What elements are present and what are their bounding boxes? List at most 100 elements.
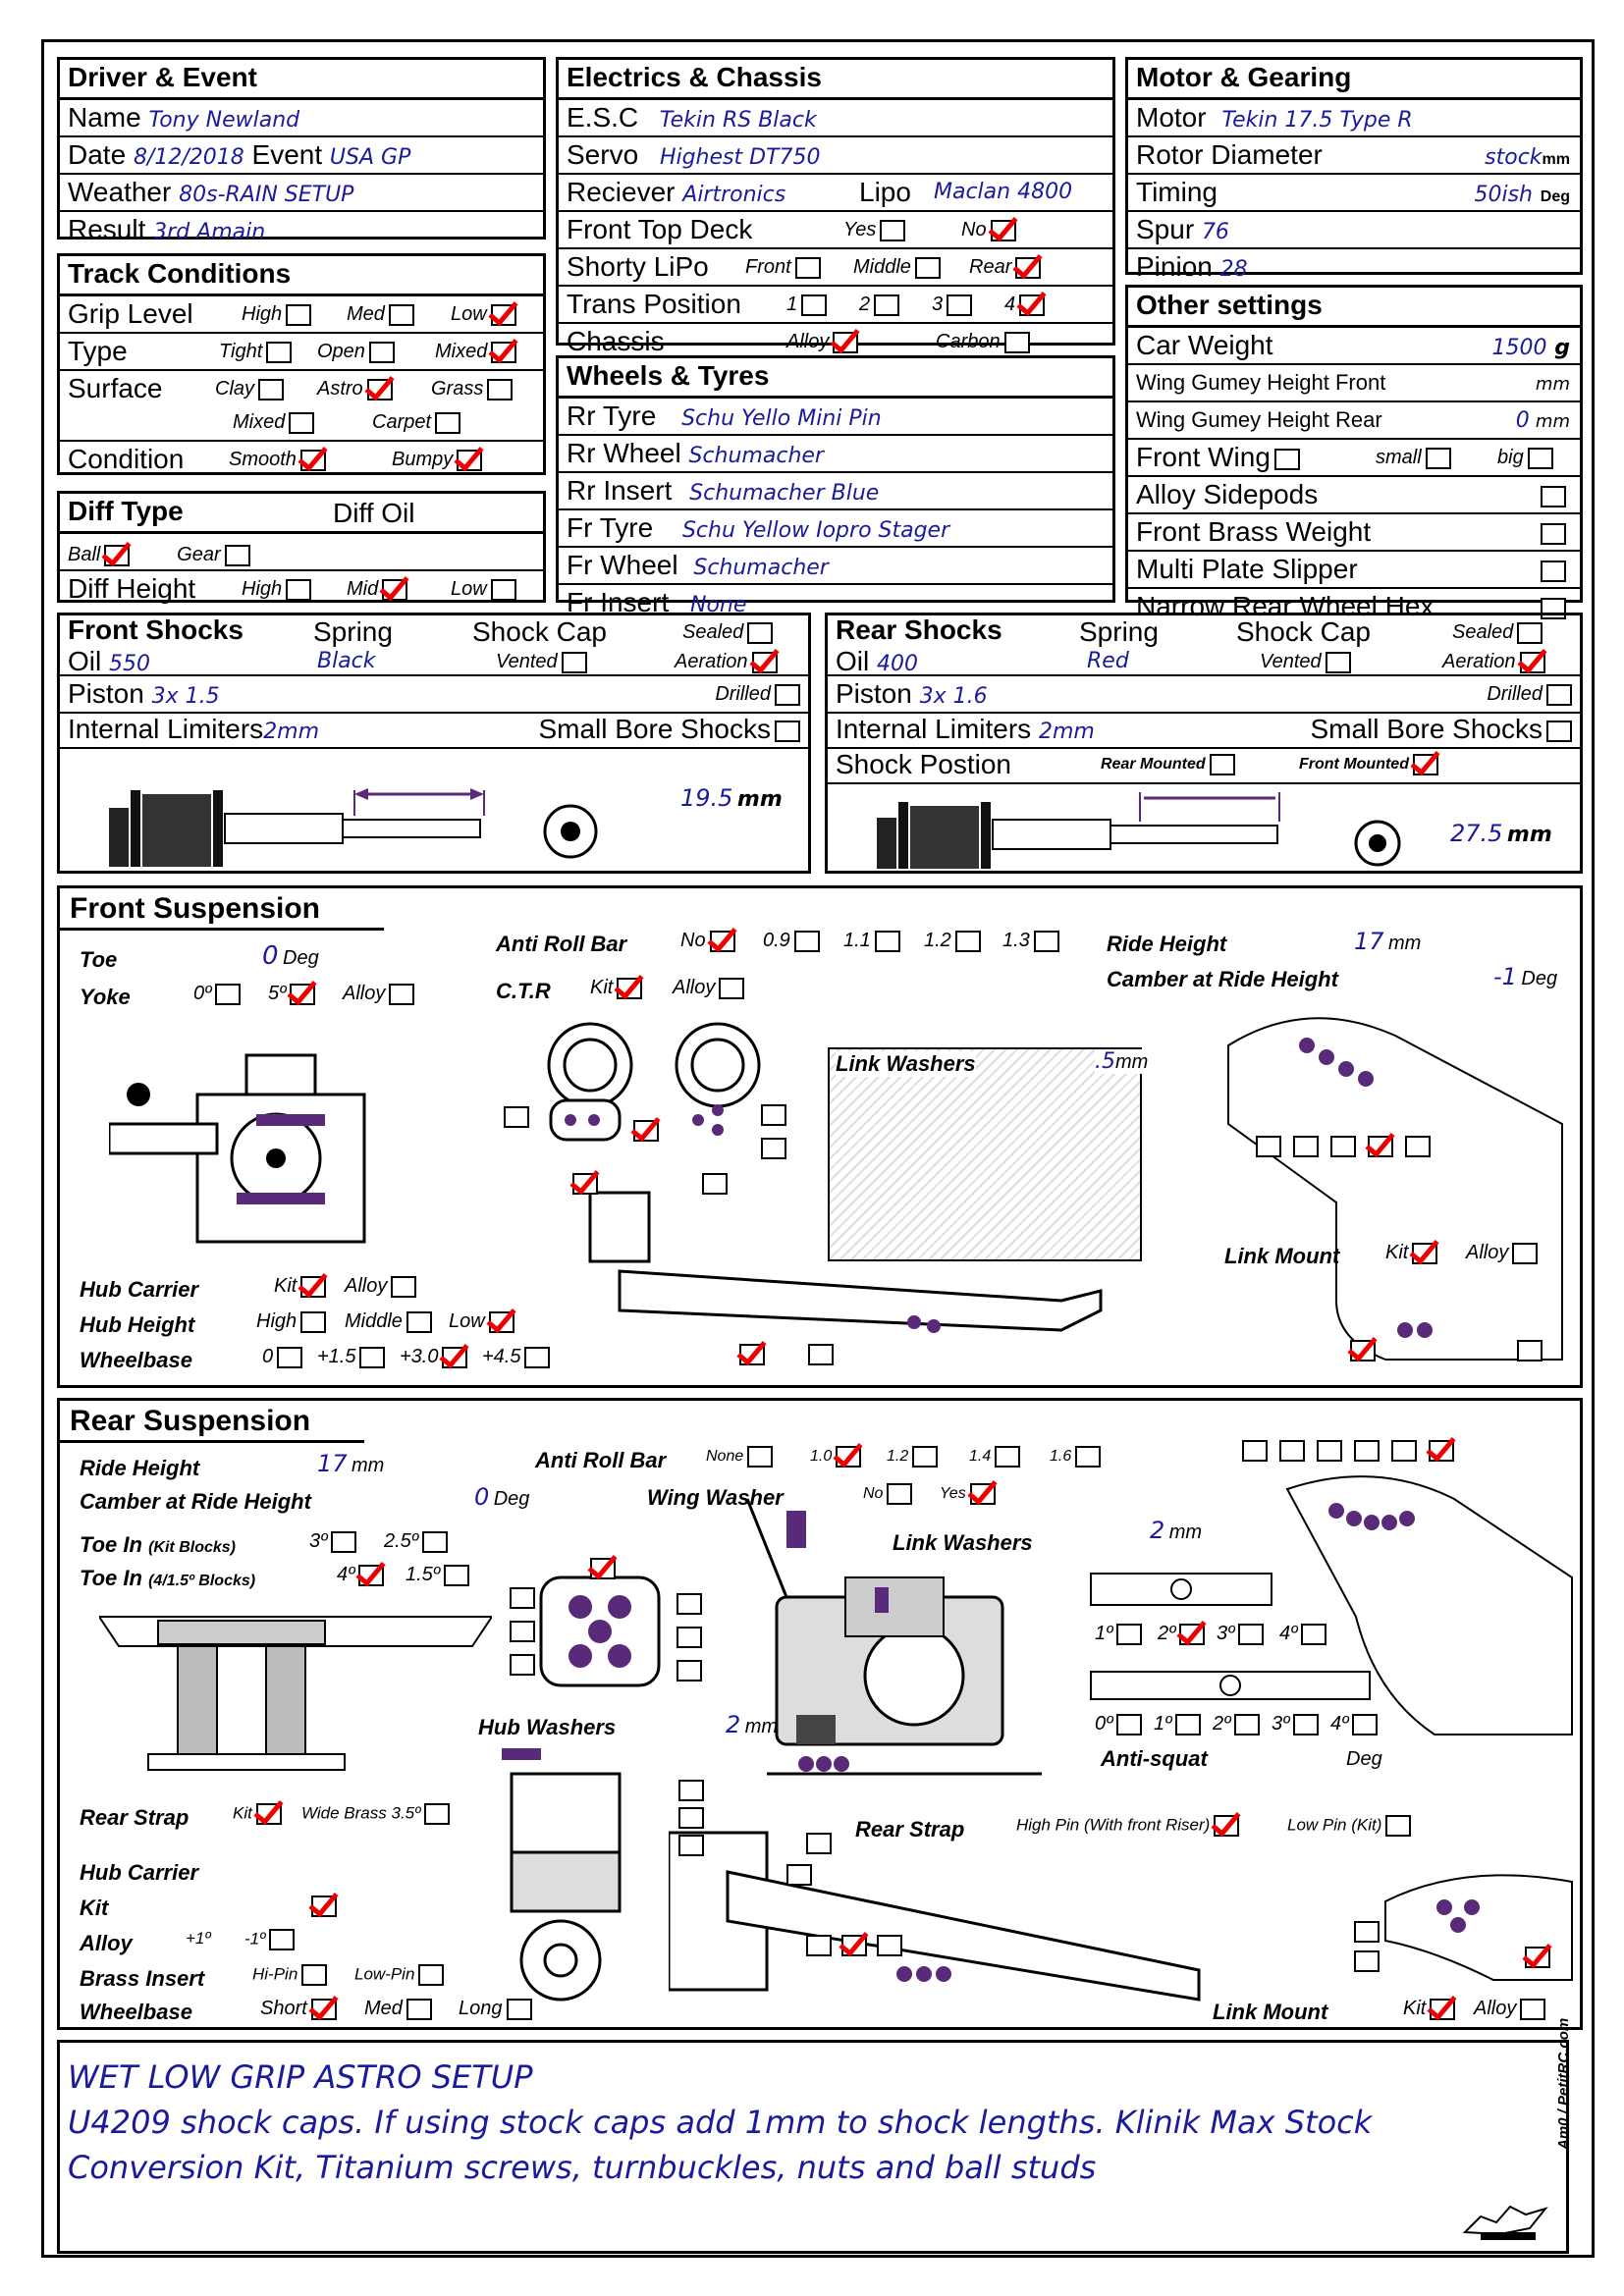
as-b1-checkbox[interactable] bbox=[1175, 1713, 1202, 1735]
surface-carpet-checkbox[interactable] bbox=[435, 411, 461, 434]
rear-hub-kit-checkbox[interactable] bbox=[311, 1896, 337, 1917]
diff-gear-checkbox[interactable] bbox=[224, 544, 250, 566]
rear-plate-top-checkbox[interactable] bbox=[590, 1558, 616, 1579]
timing-value[interactable]: 50ish bbox=[1474, 183, 1533, 207]
ctr-alloy-checkbox[interactable] bbox=[719, 977, 745, 999]
notes-line-2[interactable]: U4209 shock caps. If using stock caps ad… bbox=[68, 2104, 1373, 2141]
rear-arb-none-checkbox[interactable] bbox=[747, 1446, 774, 1468]
rear-aeration-checkbox[interactable] bbox=[1519, 651, 1545, 673]
front-spring-value[interactable]: Black bbox=[317, 649, 376, 673]
rear-spring-value[interactable]: Red bbox=[1087, 649, 1129, 673]
fr-wheel-value[interactable]: Schumacher bbox=[693, 556, 829, 580]
rear-link-mount-kit-checkbox[interactable] bbox=[1430, 1998, 1456, 2020]
rear-shock-length[interactable]: 27.5 bbox=[1450, 820, 1503, 847]
weather-value[interactable]: 80s-RAIN SETUP bbox=[179, 183, 354, 207]
trans-3-checkbox[interactable] bbox=[947, 294, 973, 316]
rear-arb-12-checkbox[interactable] bbox=[912, 1446, 939, 1468]
front-small-bore-checkbox[interactable] bbox=[775, 720, 800, 742]
rear-link-6-checkbox[interactable] bbox=[1429, 1440, 1454, 1462]
brass-checkbox[interactable] bbox=[1541, 522, 1566, 545]
servo-value[interactable]: Highest DT750 bbox=[659, 145, 821, 170]
rear-plate-r3-checkbox[interactable] bbox=[677, 1660, 702, 1682]
rear-link-1-checkbox[interactable] bbox=[1242, 1440, 1268, 1462]
type-open-checkbox[interactable] bbox=[368, 341, 395, 363]
wheelbase-short-checkbox[interactable] bbox=[310, 1998, 337, 2020]
hub-high-checkbox[interactable] bbox=[300, 1310, 327, 1333]
front-arb-11-checkbox[interactable] bbox=[874, 930, 900, 952]
rear-link-2-checkbox[interactable] bbox=[1279, 1440, 1305, 1462]
toe-3-checkbox[interactable] bbox=[331, 1530, 357, 1553]
rear-link-4-checkbox[interactable] bbox=[1354, 1440, 1380, 1462]
esc-value[interactable]: Tekin RS Black bbox=[659, 108, 817, 133]
ctr-kit-checkbox[interactable] bbox=[617, 977, 643, 999]
rear-oil-value[interactable]: 400 bbox=[877, 652, 919, 676]
rear-plate-r1-checkbox[interactable] bbox=[677, 1593, 702, 1615]
front-link-5-checkbox[interactable] bbox=[1405, 1136, 1431, 1157]
ctr-left-checkbox[interactable] bbox=[504, 1106, 529, 1128]
rear-plate-l1-checkbox[interactable] bbox=[510, 1587, 535, 1609]
grip-low-checkbox[interactable] bbox=[490, 303, 516, 326]
rear-arb-16-checkbox[interactable] bbox=[1075, 1446, 1102, 1468]
shorty-rear-checkbox[interactable] bbox=[1015, 256, 1042, 279]
rear-link-washers-value[interactable]: 2 bbox=[1150, 1517, 1165, 1544]
chassis-carbon-checkbox[interactable] bbox=[1003, 331, 1030, 353]
front-drilled-checkbox[interactable] bbox=[775, 683, 800, 706]
date-value[interactable]: 8/12/2018 bbox=[133, 145, 244, 170]
wing-big-checkbox[interactable] bbox=[1527, 447, 1553, 469]
front-oil-value[interactable]: 550 bbox=[109, 652, 151, 676]
wheelbase-30-checkbox[interactable] bbox=[442, 1346, 468, 1368]
rear-plate-l3-checkbox[interactable] bbox=[510, 1654, 535, 1676]
front-link-4-checkbox[interactable] bbox=[1368, 1136, 1393, 1157]
hub-middle-checkbox[interactable] bbox=[406, 1310, 432, 1333]
grip-high-checkbox[interactable] bbox=[286, 303, 312, 326]
front-limiters-value[interactable]: 2mm bbox=[263, 720, 320, 744]
rotor-value[interactable]: stock bbox=[1485, 145, 1543, 170]
front-link-mount-left-checkbox[interactable] bbox=[1350, 1340, 1376, 1362]
rear-small-bore-checkbox[interactable] bbox=[1546, 720, 1572, 742]
brass-low-pin-checkbox[interactable] bbox=[418, 1964, 445, 1986]
wheelbase-15-checkbox[interactable] bbox=[359, 1346, 386, 1368]
rear-plate-r2-checkbox[interactable] bbox=[677, 1627, 702, 1648]
name-value[interactable]: Tony Newland bbox=[148, 108, 300, 133]
rear-hub-w2-checkbox[interactable] bbox=[678, 1807, 704, 1829]
rear-vented-checkbox[interactable] bbox=[1325, 651, 1351, 673]
ctr-right-a-checkbox[interactable] bbox=[761, 1104, 786, 1126]
front-ride-value[interactable]: 17 bbox=[1354, 928, 1384, 955]
diff-mid-checkbox[interactable] bbox=[382, 578, 408, 601]
yoke-0-checkbox[interactable] bbox=[215, 983, 242, 1005]
brass-hi-pin-checkbox[interactable] bbox=[301, 1964, 328, 1986]
condition-bumpy-checkbox[interactable] bbox=[457, 449, 483, 471]
motor-value[interactable]: Tekin 17.5 Type R bbox=[1221, 108, 1413, 133]
result-value[interactable]: 3rd Amain bbox=[153, 220, 266, 244]
lipo-value[interactable]: Maclan 4800 bbox=[934, 180, 1073, 204]
front-shock-length[interactable]: 19.5 bbox=[680, 784, 733, 812]
wheelbase-0-checkbox[interactable] bbox=[277, 1346, 303, 1368]
pinion-value[interactable]: 28 bbox=[1219, 257, 1248, 282]
slipper-checkbox[interactable] bbox=[1541, 560, 1566, 582]
front-piston-value[interactable]: 3x 1.5 bbox=[151, 684, 220, 709]
spur-value[interactable]: 76 bbox=[1201, 220, 1229, 244]
surface-grass-checkbox[interactable] bbox=[487, 378, 514, 400]
trans-2-checkbox[interactable] bbox=[874, 294, 900, 316]
rear-arb-14-checkbox[interactable] bbox=[995, 1446, 1021, 1468]
rr-wheel-value[interactable]: Schumacher bbox=[688, 444, 824, 468]
ctr-right-b-checkbox[interactable] bbox=[761, 1138, 786, 1159]
high-pin-checkbox[interactable] bbox=[1214, 1815, 1240, 1837]
yoke-5-checkbox[interactable] bbox=[290, 983, 316, 1005]
rear-limiters-value[interactable]: 2mm bbox=[1038, 720, 1095, 744]
front-arb-12-checkbox[interactable] bbox=[954, 930, 981, 952]
fr-tyre-value[interactable]: Schu Yellow Iopro Stager bbox=[681, 518, 950, 543]
toe-4-checkbox[interactable] bbox=[358, 1564, 385, 1586]
surface-clay-checkbox[interactable] bbox=[258, 378, 285, 400]
rear-link-3-checkbox[interactable] bbox=[1317, 1440, 1342, 1462]
rear-hub-w4-checkbox[interactable] bbox=[806, 1833, 832, 1854]
toe-15-checkbox[interactable] bbox=[444, 1564, 470, 1586]
front-camber-value[interactable]: -1 bbox=[1493, 963, 1517, 990]
yoke-alloy-checkbox[interactable] bbox=[389, 983, 415, 1005]
type-mixed-checkbox[interactable] bbox=[491, 341, 517, 363]
rear-mounted-checkbox[interactable] bbox=[1209, 753, 1235, 775]
rear-strap-kit-checkbox[interactable] bbox=[255, 1803, 282, 1825]
trans-4-checkbox[interactable] bbox=[1019, 294, 1046, 316]
front-link-mount-alloy-checkbox[interactable] bbox=[1512, 1242, 1539, 1264]
rear-drilled-checkbox[interactable] bbox=[1546, 683, 1572, 706]
